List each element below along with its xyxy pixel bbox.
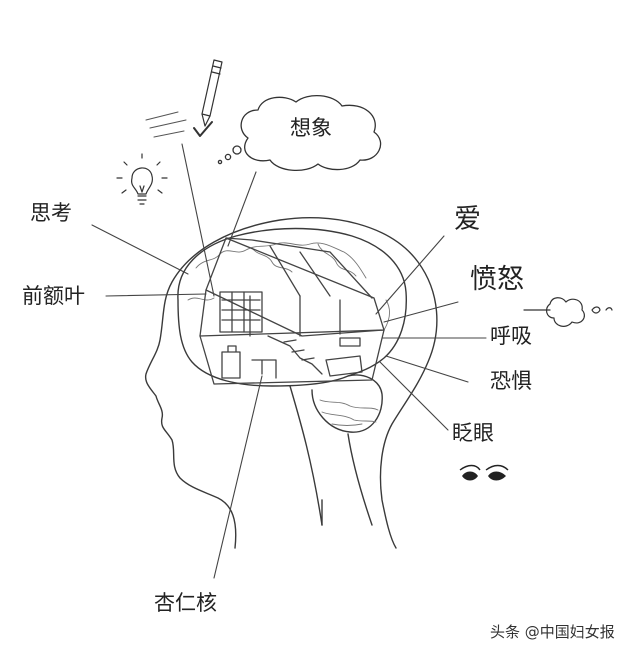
leader-lines <box>91 143 487 579</box>
label-frontal-lobe: 前额叶 <box>22 284 85 308</box>
pencil-icon <box>201 59 223 127</box>
label-amygdala: 杏仁核 <box>154 591 217 615</box>
breath-puff-icon <box>523 297 613 327</box>
thought-cloud-icon <box>217 95 382 171</box>
watermark: 头条 @中国妇女报 <box>490 623 615 641</box>
label-breathing: 呼吸 <box>490 324 532 348</box>
label-blink: 眨眼 <box>452 421 494 445</box>
brain-house <box>199 237 385 385</box>
lightbulb-icon <box>116 153 168 205</box>
checkmark-icon <box>193 121 213 137</box>
cerebellum <box>311 374 383 433</box>
label-think: 思考 <box>30 201 72 225</box>
eyes-icon <box>459 464 509 481</box>
brain-gyri <box>187 242 391 331</box>
brainstem <box>289 385 323 526</box>
brain-outline <box>177 227 407 387</box>
motion-lines <box>145 111 187 138</box>
label-love: 爱 <box>454 204 481 235</box>
label-fear: 恐惧 <box>490 369 532 393</box>
label-anger: 愤怒 <box>470 264 524 295</box>
head-outline <box>144 217 438 549</box>
label-imagine: 想象 <box>290 116 332 140</box>
